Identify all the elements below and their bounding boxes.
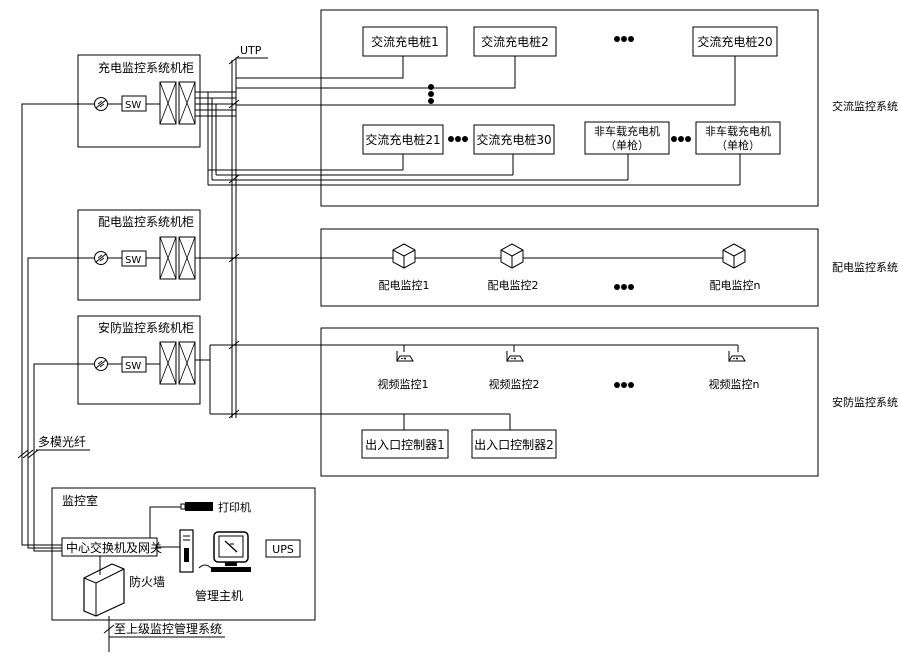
security-cabinet: 安防监控系统机柜 SW [77,315,201,405]
charger-21: 交流充电桩21 [362,124,444,155]
charger-label: 交流充电桩20 [697,34,772,49]
computer-icon [179,529,251,573]
patch-panel-icon [159,81,196,125]
cube-icon [722,243,746,269]
camera-label: 视频监控n [709,377,760,391]
ups-label: UPS [272,543,294,556]
printer: 打印机 [180,500,251,514]
camera-1: 视频监控1 [378,350,429,391]
distribution-node-2: 配电监控2 [488,243,539,292]
non-vehicle-label-line2: （单枪） [605,138,649,152]
security-system-title: 安防监控系统 [832,395,898,409]
distribution-node-label: 配电监控1 [379,278,430,292]
camera-n: 视频监控n [709,350,760,391]
charger-2: 交流充电桩2 [473,26,557,57]
fiber-label: 多模光纤 [38,435,86,449]
utp-cabling [195,55,745,430]
cabinet-internal-links [107,103,160,365]
control-room-title: 监控室 [62,493,98,508]
ellipsis-icon [448,136,468,142]
host-label: 管理主机 [195,588,243,603]
firewall-label: 防火墙 [129,574,165,589]
non-vehicle-label-line1: 非车载充电机 [705,124,771,138]
distribution-node-n: 配电监控n [710,243,761,292]
cube-icon [392,243,416,269]
utp-label: UTP [240,44,262,57]
charging-system-title: 交流监控系统 [832,99,898,113]
controller-label: 出入口控制器2 [474,438,554,452]
non-vehicle-charger-1: 非车载充电机 （单枪） [584,121,670,155]
control-room-box [51,487,316,621]
central-switch: 中心交换机及网关 [61,537,162,557]
ellipsis-icon [671,136,691,142]
switch-label: SW [125,361,141,372]
non-vehicle-label-line1: 非车载充电机 [594,124,660,138]
controller-label: 出入口控制器1 [365,438,445,452]
charger-label: 交流充电桩2 [481,34,549,49]
access-controller-2: 出入口控制器2 [471,429,557,459]
ellipsis-icon [614,36,634,42]
camera-label: 视频监控2 [489,377,540,391]
fiber-terminal-icon [94,251,108,265]
management-host: 管理主机 [179,529,251,603]
firewall-icon [83,563,125,617]
switch-label: SW [125,255,141,266]
patch-panel-icon [159,341,196,385]
central-switch-label: 中心交换机及网关 [66,540,162,555]
charger-label: 交流充电桩30 [476,132,551,147]
charger-30: 交流充电桩30 [473,124,555,155]
distribution-node-label: 配电监控2 [488,278,539,292]
fiber-cabling [17,103,95,552]
charger-label: 交流充电桩21 [365,132,440,147]
non-vehicle-charger-2: 非车载充电机 （单枪） [695,121,781,155]
switch-label: SW [125,100,141,111]
ellipsis-icon [614,382,634,388]
distribution-system-box [320,228,819,307]
ellipsis-icon [614,284,634,290]
vertical-ellipsis-icon [428,84,434,104]
distribution-node-1: 配电监控1 [379,243,430,292]
charging-system-box [320,9,819,207]
cube-icon [500,243,524,269]
camera-label: 视频监控1 [378,377,429,391]
printer-link [149,506,181,540]
access-controller-1: 出入口控制器1 [361,429,449,459]
distribution-node-label: 配电监控n [710,278,761,292]
uplink-label: 至上级监控管理系统 [114,621,222,636]
printer-icon [185,502,213,511]
fiber-terminal-icon [94,97,108,111]
charging-cabinet-title: 充电监控系统机柜 [98,60,194,75]
ups: UPS [265,539,301,558]
uplink: 至上级监控管理系统 [103,616,225,652]
patch-panel-icon [159,236,196,280]
security-system-box [320,327,819,477]
distribution-cabinet: 配电监控系统机柜 SW [77,209,201,301]
distribution-cabinet-title: 配电监控系统机柜 [98,215,194,229]
security-cabinet-title: 安防监控系统机柜 [98,320,194,335]
camera-icon [396,350,414,362]
charging-cabinet: 充电监控系统机柜 SW [77,54,201,148]
printer-label: 打印机 [218,500,251,514]
charger-label: 交流充电桩1 [371,34,439,49]
distribution-system-title: 配电监控系统 [832,260,898,274]
camera-icon [506,350,524,362]
camera-icon [728,350,746,362]
charger-1: 交流充电桩1 [362,26,448,57]
charger-20: 交流充电桩20 [692,26,778,57]
non-vehicle-label-line2: （单枪） [716,138,760,152]
firewall: 防火墙 [83,563,165,617]
fiber-terminal-icon [94,357,108,371]
camera-2: 视频监控2 [489,350,540,391]
